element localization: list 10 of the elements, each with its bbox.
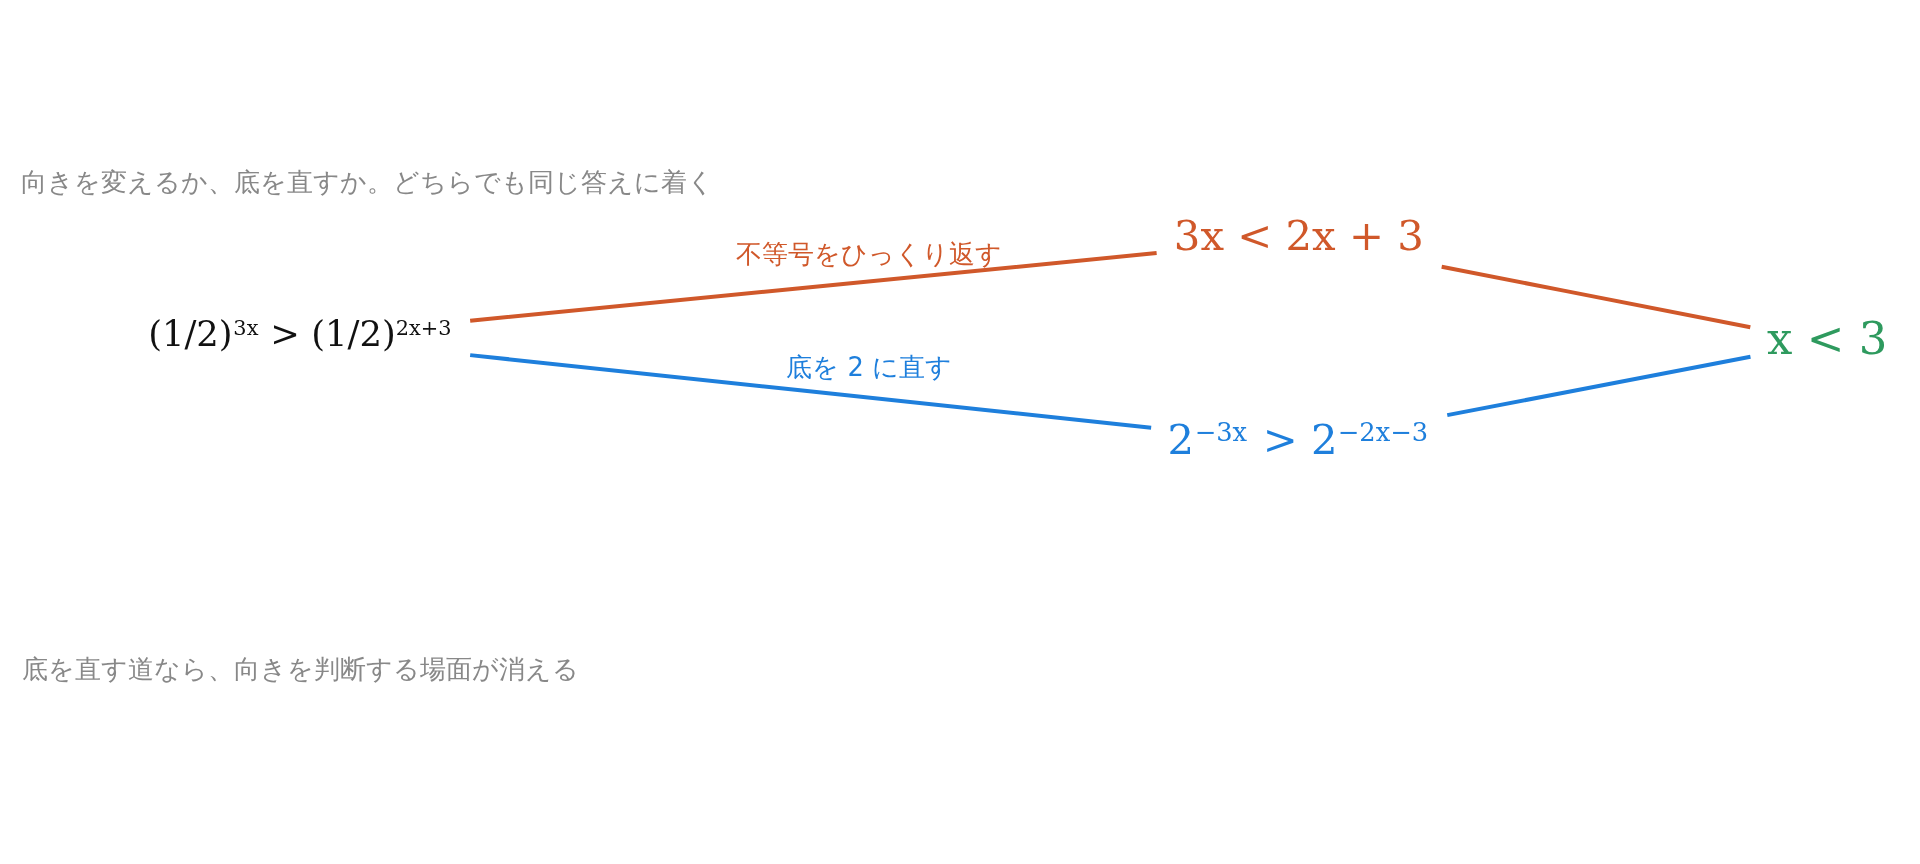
node-text: 3x < 2x + 3 — [1173, 210, 1424, 260]
caption: 底を直す道なら、向きを判断する場面が消える — [22, 653, 580, 684]
connector — [469, 250, 1157, 323]
connector — [1446, 354, 1751, 417]
connector — [469, 352, 1152, 430]
edge-label: 底を 2 に直す — [786, 351, 953, 382]
edge-label: 不等号をひっくり返す — [736, 238, 1003, 269]
diagram-title: 向きを変えるか、底を直すか。どちらでも同じ答えに着く — [21, 166, 715, 197]
connector — [1441, 264, 1751, 329]
node-text: x < 3 — [1767, 311, 1888, 365]
